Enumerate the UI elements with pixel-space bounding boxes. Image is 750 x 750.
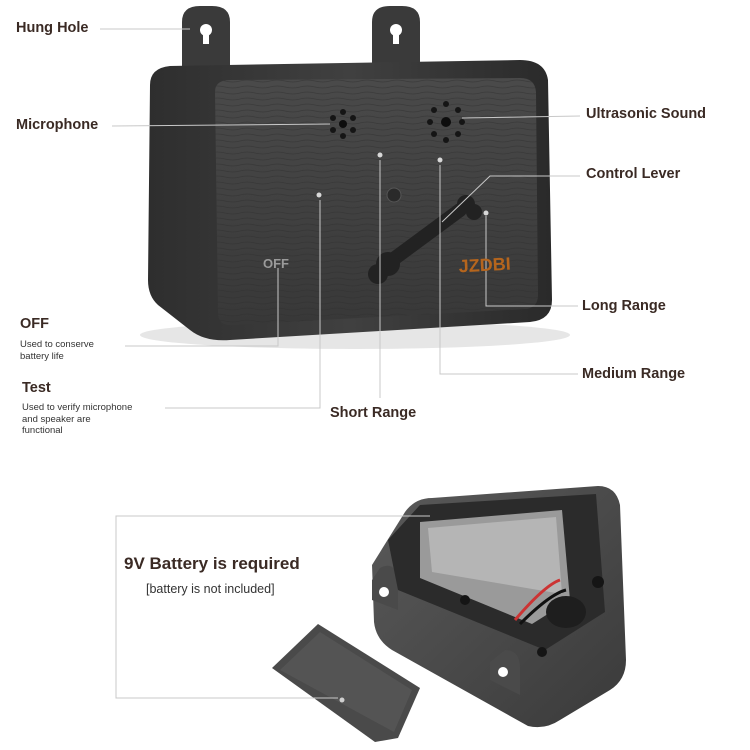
short-range-indicator [377, 152, 383, 158]
device-body [148, 60, 552, 341]
leader-lines-upper [100, 28, 581, 409]
label-ultrasonic-sound: Ultrasonic Sound [586, 106, 707, 122]
label-control-lever: Control Lever [586, 166, 681, 182]
microphone-holes [330, 109, 356, 139]
label-microphone: Microphone [16, 117, 99, 133]
test-desc-line-2: and speaker are [22, 413, 91, 425]
label-test: Test [22, 380, 51, 396]
label-long-range: Long Range [582, 298, 666, 314]
battery-cover [272, 624, 420, 742]
off-mark: OFF [263, 256, 289, 271]
off-desc-line-1: Used to conserve [20, 339, 94, 350]
battery-compartment-box [372, 486, 626, 728]
label-test-desc: Used to verify microphone and speaker ar… [22, 402, 132, 437]
hung-hole-tabs [182, 6, 420, 70]
label-off: OFF [20, 316, 49, 332]
medium-range-indicator [437, 157, 443, 163]
label-medium-range: Medium Range [582, 366, 686, 382]
battery-title: 9V Battery is required [124, 554, 300, 573]
test-button [386, 187, 402, 203]
ultrasonic-speaker-holes [427, 101, 465, 143]
test-desc-line-3: functional [22, 425, 63, 436]
test-indicator [316, 192, 322, 198]
label-off-desc: Used to conserve battery life [20, 339, 94, 362]
battery-note: [battery is not included] [146, 582, 275, 596]
leader-lines-lower [115, 515, 430, 699]
label-hung-hole: Hung Hole [16, 20, 89, 36]
test-desc-line-1: Used to verify microphone [22, 402, 133, 413]
long-range-indicator [483, 210, 489, 216]
brand-logo: JZDBI [458, 254, 511, 277]
label-short-range: Short Range [330, 405, 417, 421]
off-desc-line-2: battery life [20, 350, 64, 362]
control-lever [368, 195, 482, 284]
